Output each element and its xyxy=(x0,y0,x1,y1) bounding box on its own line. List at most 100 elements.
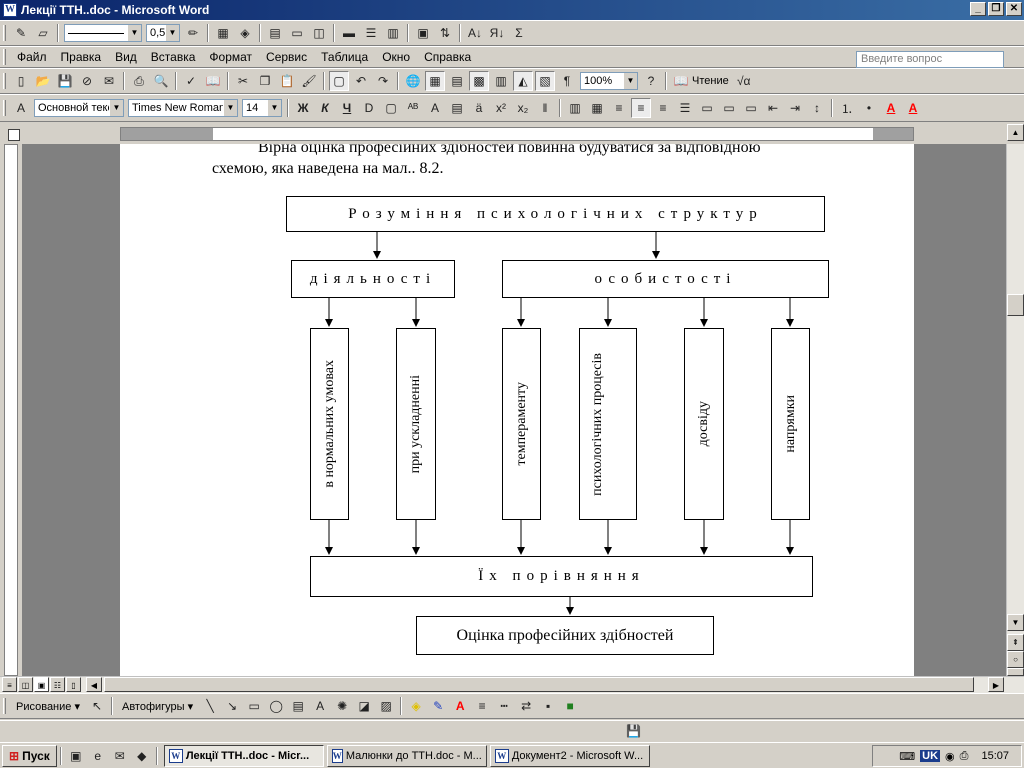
read-mode-label[interactable]: Чтение xyxy=(692,75,729,87)
show-desktop-icon[interactable]: ▣ xyxy=(70,748,82,763)
diagram-leaf-box[interactable]: психологічних процесів xyxy=(579,328,637,520)
menu-view[interactable]: Вид xyxy=(115,50,137,64)
rectangle-tool-icon[interactable]: ▭ xyxy=(248,699,260,713)
document-area[interactable]: Вірна оцінка професійних здібностей пови… xyxy=(22,144,1006,676)
shadow-style-icon[interactable]: ▪ xyxy=(546,699,551,713)
zoom-select[interactable]: 100% ▼ xyxy=(580,72,638,90)
frame-icon[interactable]: ▢ xyxy=(329,71,349,91)
clock[interactable]: 15:07 xyxy=(981,750,1009,762)
line-color-icon[interactable]: ✎ xyxy=(433,699,444,713)
web-view-icon[interactable]: ◫ xyxy=(18,677,33,692)
text-direction-icon[interactable]: ⇅ xyxy=(439,26,451,40)
print-icon[interactable]: ⎙ xyxy=(134,73,144,88)
styles-pane-icon[interactable]: A xyxy=(16,101,25,115)
drawing-menu[interactable]: Рисование ▾ xyxy=(16,700,80,713)
tab-selector-icon[interactable] xyxy=(8,129,20,141)
document-map-icon[interactable]: ▧ xyxy=(535,71,555,91)
distribute-rows-icon[interactable]: ☰ xyxy=(365,26,377,40)
font-color-icon[interactable]: A xyxy=(908,101,918,115)
justify-icon[interactable]: ☰ xyxy=(679,101,691,115)
horizontal-scrollbar[interactable]: ≡ ◫ ▣ ☷ ▯ ◀ ▶ xyxy=(0,676,1024,693)
3d-style-icon[interactable]: ■ xyxy=(566,699,574,713)
diagram-top-box[interactable]: Розуміння психологічних структур xyxy=(286,196,825,232)
shading-color-icon[interactable]: ◈ xyxy=(240,26,250,40)
volume-icon[interactable]: ◉ xyxy=(945,750,955,763)
diagram-leaf-box[interactable]: в нормальних умовах xyxy=(310,328,349,520)
taskbar-item-pictures[interactable]: W Малюнки до ТТН.doc - M... xyxy=(326,744,487,767)
dash-style-icon[interactable]: ┅ xyxy=(500,699,508,713)
clip-art-icon[interactable]: ◪ xyxy=(358,699,370,713)
paste-icon[interactable]: 📋 xyxy=(279,74,295,88)
sort-ascending-icon[interactable]: A↓ xyxy=(467,26,482,40)
diagram-compare-box[interactable]: Їх порівняння xyxy=(310,556,813,597)
equation-icon[interactable]: √α xyxy=(736,74,751,88)
horizontal-scroll-thumb[interactable] xyxy=(104,677,974,692)
bold-button[interactable]: Ж xyxy=(297,101,309,115)
diagram-leaf-box[interactable]: напрямки xyxy=(771,328,810,520)
hyperlink-icon[interactable]: 🌐 xyxy=(405,74,421,88)
align-left-icon[interactable]: ≡ xyxy=(615,101,623,115)
cut-icon[interactable]: ✂ xyxy=(237,74,249,88)
line-style-icon[interactable]: ≡ xyxy=(478,699,486,713)
language-indicator[interactable]: UK xyxy=(920,750,941,762)
undo-icon[interactable]: ↶ xyxy=(355,74,367,88)
open-folder-icon[interactable]: 📂 xyxy=(35,74,51,88)
taskbar-item-lectures[interactable]: W Лекції ТТН..doc - Micr... xyxy=(163,744,324,767)
align-cell-icon[interactable]: ▬ xyxy=(343,26,355,40)
draw-table-icon[interactable]: ✎ xyxy=(15,26,27,40)
select-browse-object-icon[interactable]: ○ xyxy=(1007,651,1024,668)
line-style-select[interactable]: ▼ xyxy=(64,24,142,42)
line-spacing-icon[interactable]: ↕ xyxy=(814,101,820,115)
text-box-icon[interactable]: ▤ xyxy=(292,699,304,713)
distribute-columns-icon[interactable]: ▥ xyxy=(387,26,399,40)
read-icon[interactable]: 📖 xyxy=(673,74,689,88)
prev-page-icon[interactable]: ⇞ xyxy=(1007,634,1024,651)
align-center-icon[interactable]: ≡ xyxy=(631,98,651,118)
horizontal-ruler[interactable] xyxy=(0,124,1024,144)
diagram-leaf-box[interactable]: темпераменту xyxy=(502,328,541,520)
draw-font-color-icon[interactable]: A xyxy=(455,699,465,713)
outline-view-icon[interactable]: ☷ xyxy=(50,677,65,692)
permission-icon[interactable]: ⊘ xyxy=(81,74,93,88)
toolbar-grip[interactable] xyxy=(3,25,6,41)
char-scale-icon[interactable]: ▤ xyxy=(451,101,463,115)
italic-button[interactable]: К xyxy=(321,101,329,115)
style-select[interactable]: Основной текст ▼ xyxy=(34,99,124,117)
outlook-icon[interactable]: ✉ xyxy=(114,748,125,763)
print-preview-icon[interactable]: 🔍 xyxy=(153,74,169,88)
scroll-up-icon[interactable]: ▲ xyxy=(1007,124,1024,141)
menu-table[interactable]: Таблица xyxy=(321,50,369,64)
bullets-icon[interactable]: • xyxy=(866,101,872,115)
next-page-icon[interactable] xyxy=(1007,668,1024,676)
scroll-down-icon[interactable]: ▼ xyxy=(1007,614,1024,631)
drawing-icon[interactable]: ◭ xyxy=(513,71,533,91)
page[interactable]: Вірна оцінка професійних здібностей пови… xyxy=(120,144,914,676)
copy-icon[interactable]: ❐ xyxy=(259,74,271,88)
diagram-activity-box[interactable]: діяльності xyxy=(291,260,455,298)
print-layout-view-icon[interactable]: ▣ xyxy=(34,677,49,692)
diagram-personality-box[interactable]: особистості xyxy=(502,260,829,298)
menu-file[interactable]: Файл xyxy=(17,50,47,64)
menu-insert[interactable]: Вставка xyxy=(150,50,196,64)
sort-descending-icon[interactable]: Я↓ xyxy=(489,26,505,40)
autoformat-table-icon[interactable]: ▣ xyxy=(417,26,429,40)
scroll-right-icon[interactable]: ▶ xyxy=(988,677,1004,692)
spelling-icon[interactable]: ✓ xyxy=(185,74,197,88)
strikethrough-icon[interactable]: ä xyxy=(475,101,483,115)
tables-borders-icon[interactable]: ▦ xyxy=(425,71,445,91)
align-right-icon[interactable]: ≡ xyxy=(659,101,667,115)
new-document-icon[interactable]: ▯ xyxy=(17,74,25,88)
eraser-icon[interactable]: ▱ xyxy=(38,26,48,40)
merge-cells-icon[interactable]: ▭ xyxy=(291,26,303,40)
increase-indent-icon[interactable]: ⇥ xyxy=(789,101,801,115)
wordart-icon[interactable]: A xyxy=(316,699,325,713)
borders-icon[interactable]: ▦ xyxy=(217,26,229,40)
insert-table-icon[interactable]: ▤ xyxy=(269,26,281,40)
autosum-icon[interactable]: Σ xyxy=(515,26,523,40)
table-borders-icon[interactable]: ▦ xyxy=(591,101,603,115)
double-underline-icon[interactable]: D xyxy=(364,101,374,115)
menu-window[interactable]: Окно xyxy=(382,50,411,64)
arrow-tool-icon[interactable]: ↘ xyxy=(227,699,238,713)
arrow-style-icon[interactable]: ⇄ xyxy=(521,699,532,713)
font-size-select[interactable]: 14 ▼ xyxy=(242,99,282,117)
